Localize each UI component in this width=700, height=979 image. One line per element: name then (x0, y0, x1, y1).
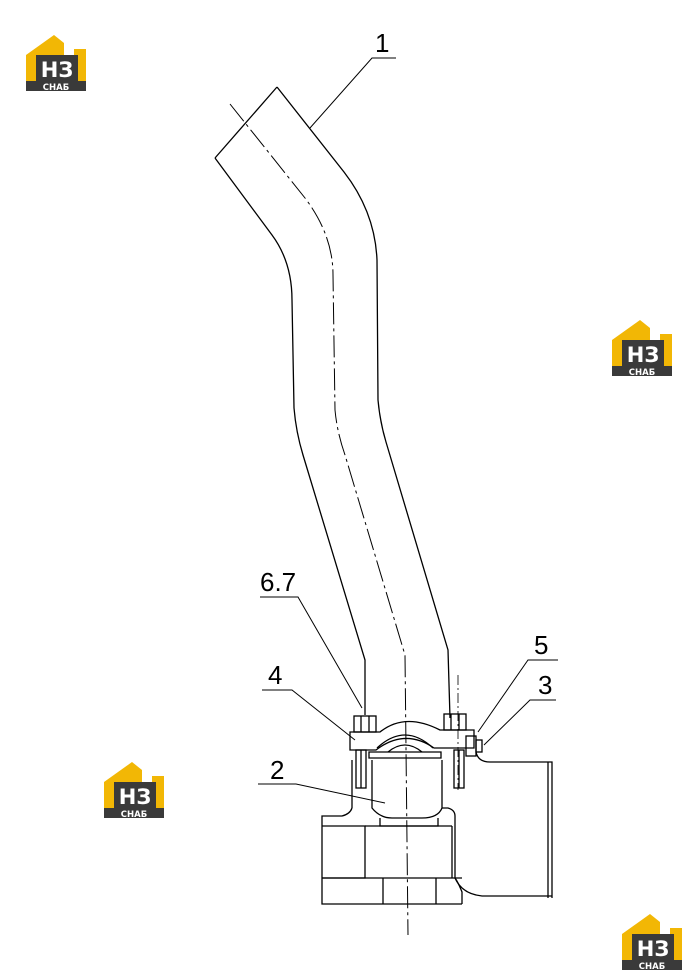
flange-clamp (349, 713, 483, 789)
engine-housing (454, 751, 553, 898)
svg-text:СНАБ: СНАБ (43, 83, 69, 91)
svg-text:НЗ: НЗ (637, 937, 670, 961)
svg-text:НЗ: НЗ (119, 785, 152, 809)
watermark-logo: НЗ СНАБ (620, 912, 684, 972)
svg-text:НЗ: НЗ (41, 58, 74, 82)
callout-6-7: 6.7 (260, 567, 296, 597)
svg-text:СНАБ: СНАБ (639, 962, 665, 970)
svg-text:СНАБ: СНАБ (629, 368, 655, 376)
leader-lines (258, 57, 558, 804)
watermark-logo: НЗ СНАБ (102, 760, 166, 820)
callout-2: 2 (270, 755, 284, 785)
callout-3: 3 (538, 670, 552, 700)
pipe-hose (214, 86, 451, 719)
callout-4: 4 (268, 660, 282, 690)
svg-text:НЗ: НЗ (627, 343, 660, 367)
watermark-logo: НЗ СНАБ (610, 318, 674, 378)
callout-1: 1 (375, 28, 389, 58)
pipe-centerline (229, 103, 409, 936)
callout-5: 5 (534, 630, 548, 660)
watermark-logo: НЗ СНАБ (24, 33, 88, 93)
svg-text:СНАБ: СНАБ (121, 810, 147, 818)
fitting-body (321, 760, 463, 905)
